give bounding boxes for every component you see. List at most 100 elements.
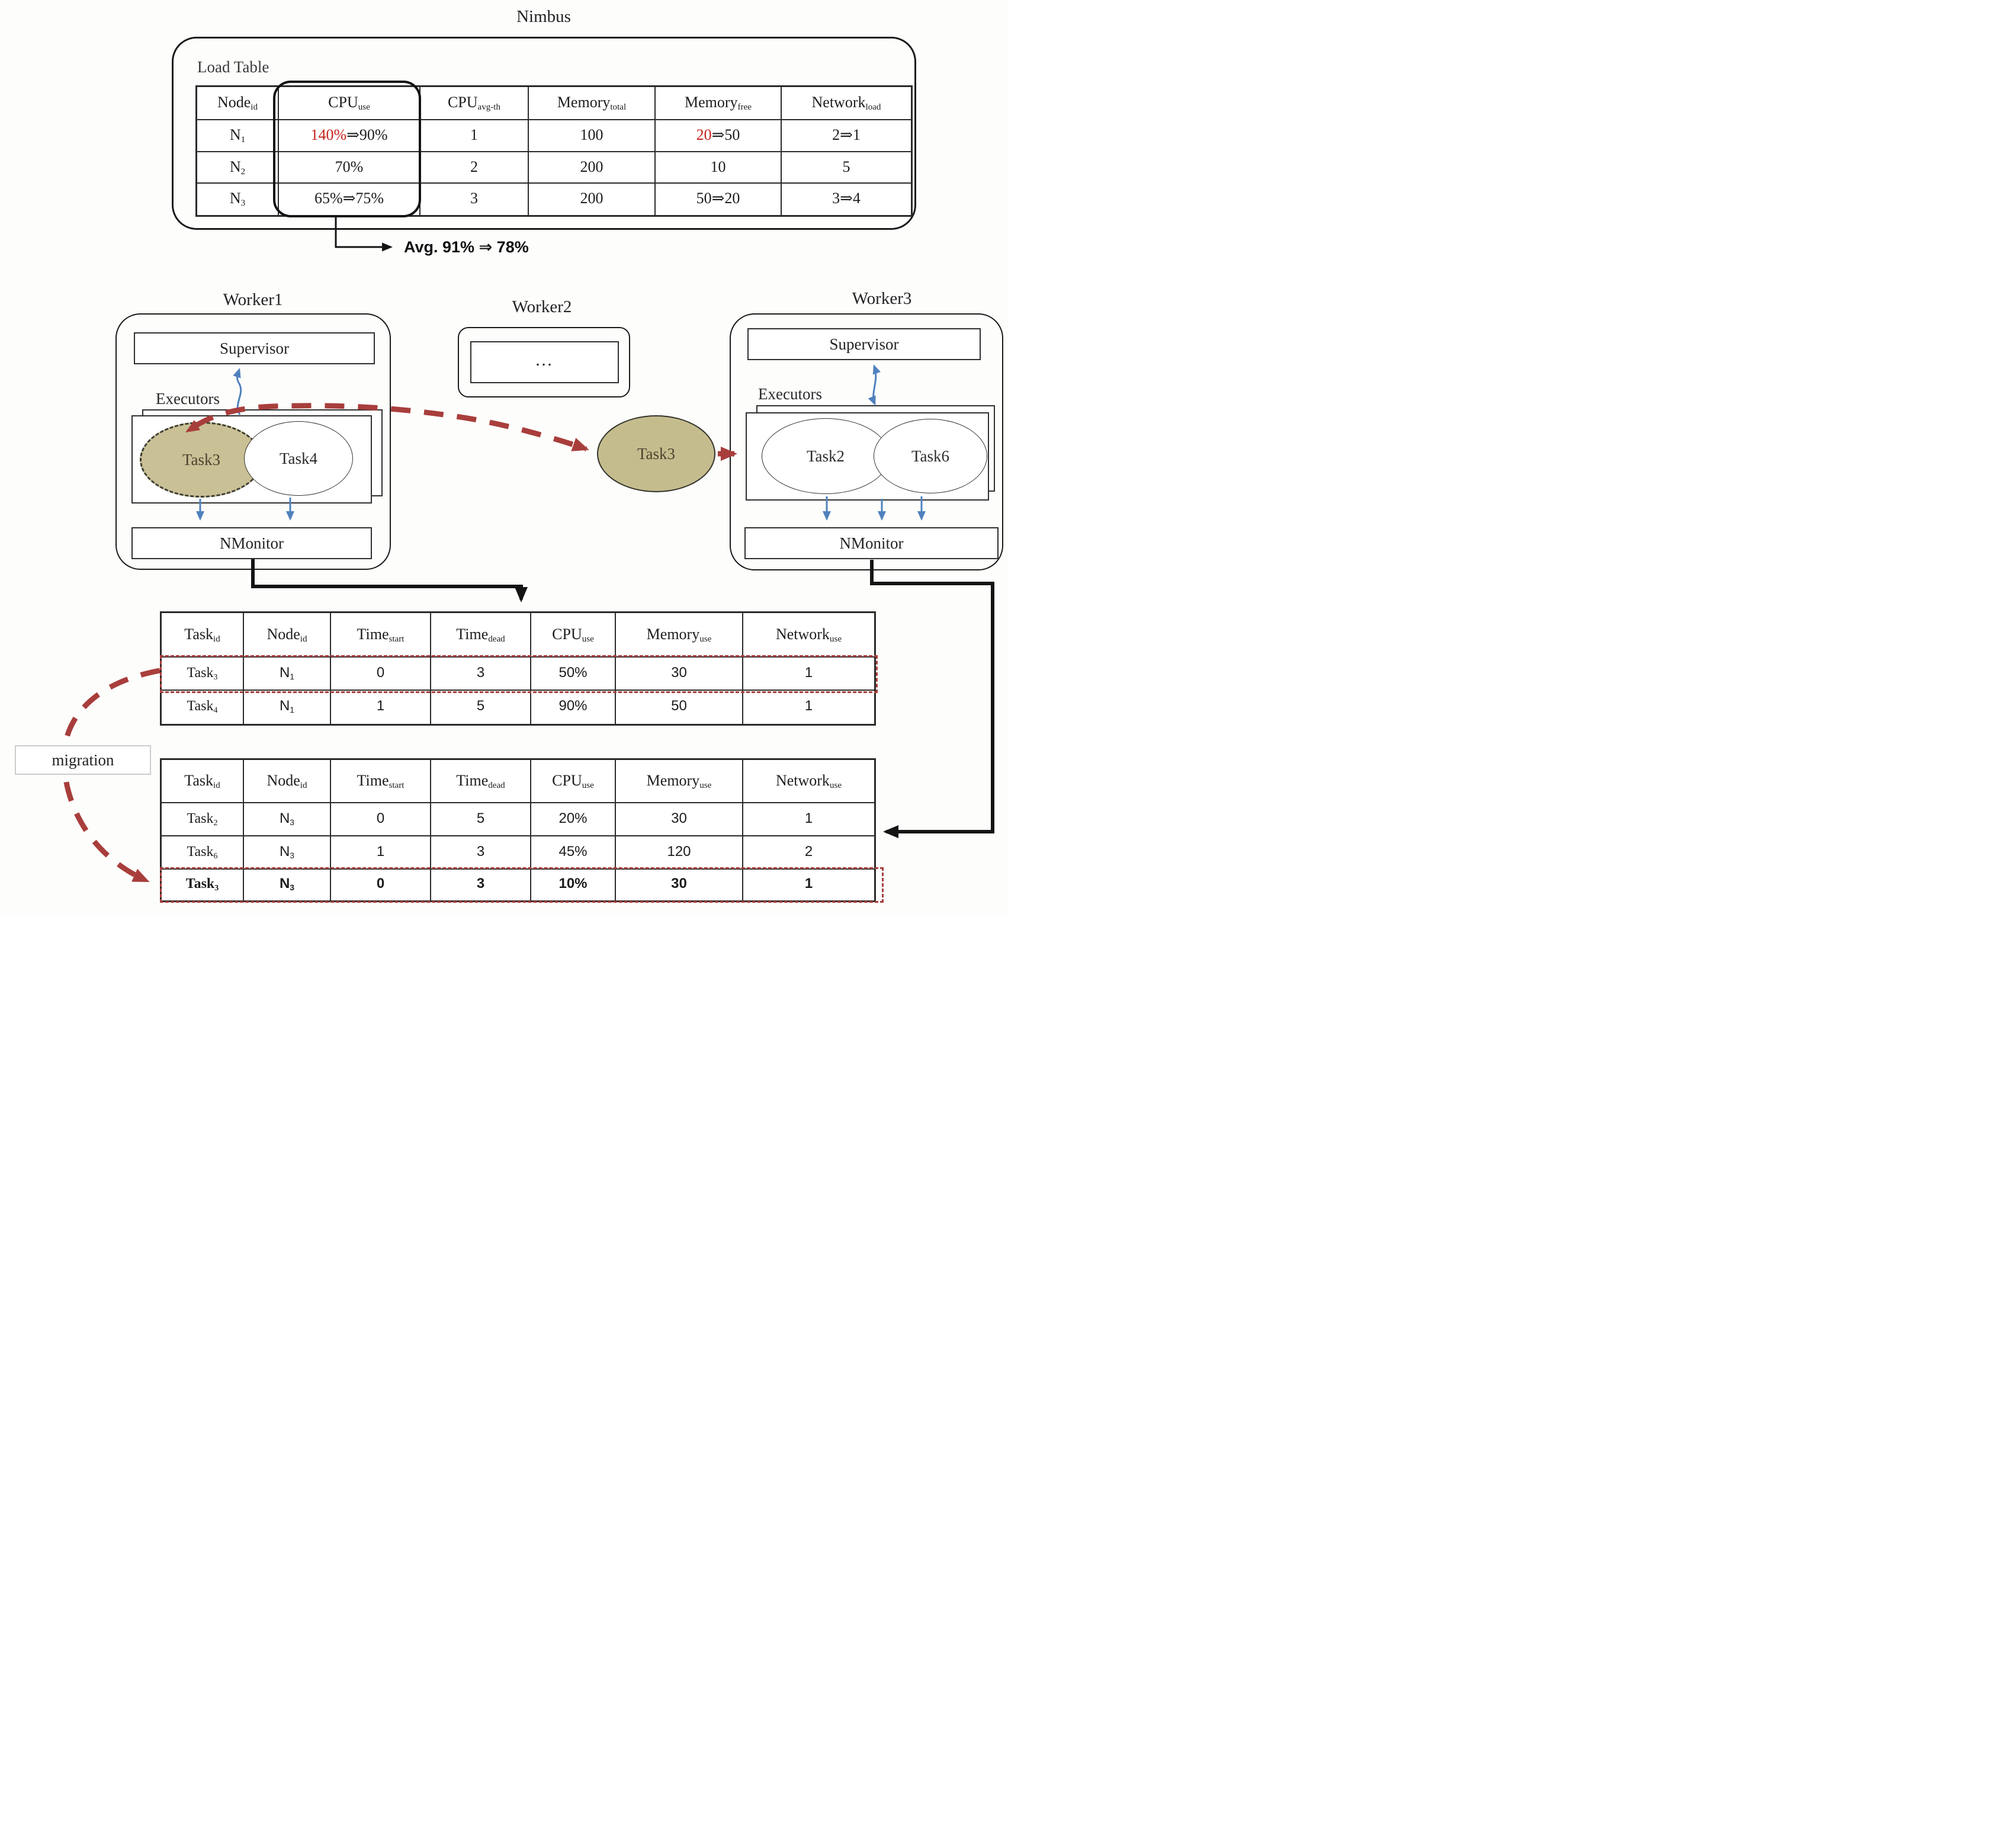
table-cell: Task2 <box>162 803 244 836</box>
worker3-supervisor-box: Supervisor <box>747 328 981 360</box>
table-header-cell: Nodeid <box>197 87 279 120</box>
table-header-cell: Taskid <box>162 760 244 803</box>
worker1-nmonitor-box: NMonitor <box>131 527 372 559</box>
table-header-cell: Networkload <box>782 87 911 120</box>
load-table-label: Load Table <box>197 58 269 76</box>
worker1-supervisor-box: Supervisor <box>134 332 375 364</box>
migrating-task3-ellipse: Task3 <box>597 415 715 492</box>
table-cell: 3 <box>431 836 531 870</box>
table-cell: 2 <box>743 836 874 870</box>
table-cell: 2 <box>420 152 529 184</box>
table-cell: N1 <box>244 691 331 724</box>
table-header-cell: Nodeid <box>244 613 331 658</box>
table-cell: 1 <box>420 120 529 152</box>
table-cell: 30 <box>616 870 743 900</box>
table-cell: N3 <box>244 836 331 870</box>
worker3-task6-ellipse: Task6 <box>874 419 987 493</box>
table-header-cell: CPUuse <box>531 760 616 803</box>
migration-label: migration <box>15 745 151 775</box>
table-cell: 1 <box>331 836 431 870</box>
table-cell: 50% <box>531 658 616 691</box>
table-header-cell: Taskid <box>162 613 244 658</box>
table-cell: N2 <box>197 152 279 184</box>
worker2-placeholder-rect: … <box>470 341 619 383</box>
table-cell: Task3 <box>162 658 244 691</box>
table-cell: 30 <box>616 803 743 836</box>
table-header-cell: Memoryuse <box>616 760 743 803</box>
table-header-cell: Nodeid <box>244 760 331 803</box>
table-cell: Task3 <box>162 870 244 900</box>
table-header-cell: Networkuse <box>743 760 874 803</box>
table-header-cell: Memoryuse <box>616 613 743 658</box>
cpu-use-column-highlight <box>273 81 421 217</box>
table-cell: N1 <box>197 120 279 152</box>
table-cell: 1 <box>331 691 431 724</box>
table-cell: 200 <box>529 184 656 215</box>
table-cell: 65%⇒75% <box>279 184 420 215</box>
table-cell: 3 <box>431 870 531 900</box>
table-cell: 200 <box>529 152 656 184</box>
table-cell: 45% <box>531 836 616 870</box>
worker1-executors-label: Executors <box>156 390 220 408</box>
table-cell: 20% <box>531 803 616 836</box>
table-cell: 30 <box>616 658 743 691</box>
table-cell: 3 <box>420 184 529 215</box>
nimbus-title: Nimbus <box>516 7 571 26</box>
table-cell: 5 <box>431 691 531 724</box>
table-cell: N1 <box>244 658 331 691</box>
table-cell: 100 <box>529 120 656 152</box>
table-header-cell: Timedead <box>431 613 531 658</box>
table-header-cell: Memoryfree <box>656 87 782 120</box>
worker2-title: Worker2 <box>512 297 572 316</box>
table-cell: 5 <box>782 152 911 184</box>
table-cell: 1 <box>743 803 874 836</box>
table-cell: N3 <box>244 803 331 836</box>
worker1-title: Worker1 <box>223 290 283 309</box>
avg-cpu-annotation: Avg. 91% ⇒ 78% <box>404 238 529 256</box>
table-cell: Task4 <box>162 691 244 724</box>
worker3-title: Worker3 <box>852 289 912 308</box>
table-cell: 10% <box>531 870 616 900</box>
table-cell: 3⇒4 <box>832 190 861 207</box>
worker3-task2-ellipse: Task2 <box>762 418 890 494</box>
table-cell: 50 <box>616 691 743 724</box>
table-header-cell: Networkuse <box>743 613 874 658</box>
worker3-nmonitor-to-table-line <box>870 560 994 838</box>
table-cell: 90% <box>531 691 616 724</box>
table-header-cell: CPUavg-th <box>420 87 529 120</box>
table-cell: 1 <box>804 698 813 714</box>
worker3-executors-label: Executors <box>758 385 822 403</box>
table-header-cell: CPUuse <box>531 613 616 658</box>
table-header-cell: Timestart <box>331 760 431 803</box>
table-cell: 2⇒1 <box>782 120 911 152</box>
table-cell: 20⇒50 <box>656 120 782 152</box>
table-header-cell: Memorytotal <box>529 87 656 120</box>
table-header-cell: Timestart <box>331 613 431 658</box>
table-cell: 120 <box>616 836 743 870</box>
table-cell: N3 <box>244 870 331 900</box>
table-header-cell: Timedead <box>431 760 531 803</box>
table-cell: N3 <box>197 184 279 215</box>
migration-path-table1-to-table2 <box>61 668 160 884</box>
table-cell: 1 <box>804 876 813 892</box>
table-cell: 0 <box>331 870 431 900</box>
worker3-box <box>730 313 1003 570</box>
table-cell: 0 <box>331 658 431 691</box>
table-cell: 5 <box>431 803 531 836</box>
nimbus-box <box>172 37 916 230</box>
table-cell: 3 <box>431 658 531 691</box>
worker1-task4-ellipse: Task4 <box>244 421 353 496</box>
table-cell: 50⇒20 <box>656 184 782 215</box>
